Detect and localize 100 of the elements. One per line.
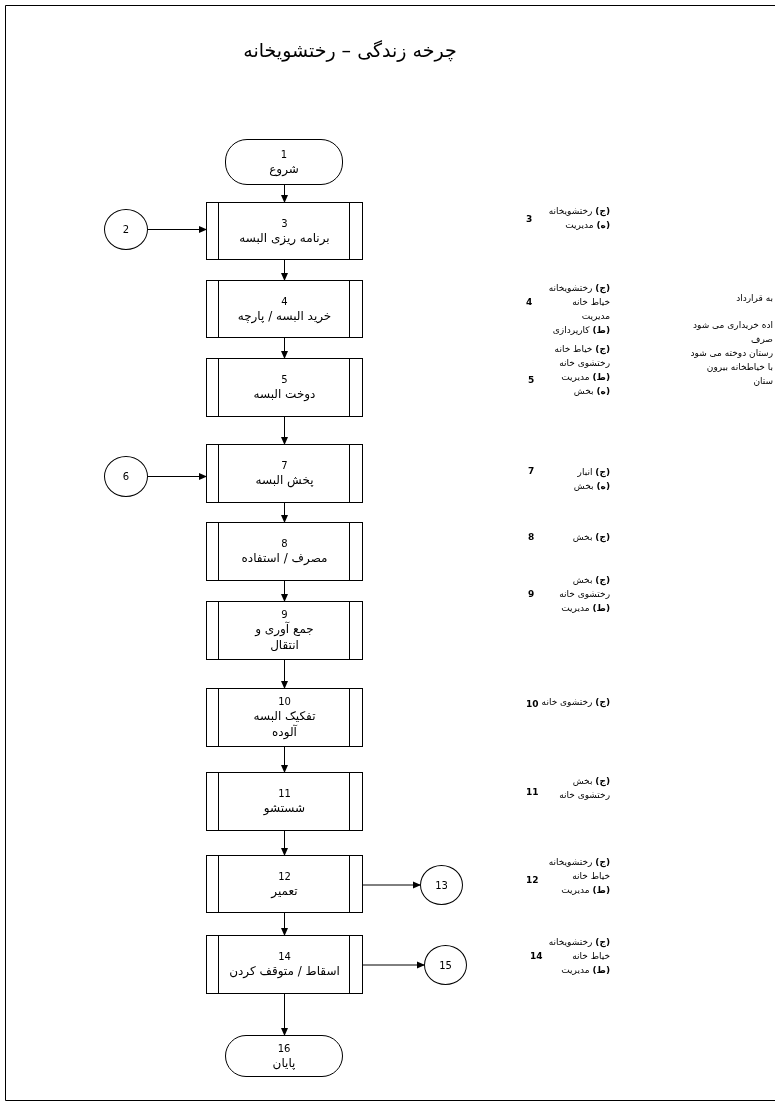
- responsibility-text: (ج) بخش: [572, 574, 610, 586]
- step-number: 5: [528, 374, 535, 386]
- step-number: 13: [435, 878, 448, 892]
- step-number: 9: [528, 588, 535, 600]
- step-number: 7: [281, 459, 288, 472]
- arrow: [281, 502, 288, 523]
- responsibility-text: (ج) رختشویخانه: [548, 282, 610, 294]
- process-box: [206, 358, 363, 417]
- note-text: اده خریداری می شود: [693, 319, 773, 331]
- step-number: 5: [281, 373, 288, 386]
- process-box: [206, 601, 363, 660]
- arrow: [147, 226, 207, 233]
- process-box: [206, 688, 363, 747]
- step-label: پخش البسه: [255, 472, 314, 488]
- responsibility-text: (ج) رختشوی خانه: [541, 696, 610, 708]
- process-box: [206, 202, 363, 260]
- responsibility-text: (ط) مدیریت: [561, 964, 610, 976]
- responsibility-text: (ج) رختشویخانه: [548, 856, 610, 868]
- step-number: 14: [530, 950, 543, 962]
- responsibility-text: رختشوی خانه: [559, 357, 610, 369]
- responsibility-text: (ج) رختشویخانه: [548, 205, 610, 217]
- arrow: [281, 993, 288, 1036]
- responsibility-text: (ط) کارپردازی: [552, 324, 610, 336]
- note-text: به قرارداد: [736, 292, 773, 304]
- step-number: 8: [528, 531, 535, 543]
- process-box: [206, 772, 363, 831]
- step-label: خرید البسه / پارچه: [237, 307, 332, 324]
- step-number: 4: [281, 294, 288, 308]
- note-text: با خیاطخانه بیرون: [706, 361, 773, 373]
- step-label: اسقاط / متوقف کردن: [229, 963, 340, 979]
- step-number: 16: [277, 1041, 291, 1055]
- note-text: ستان: [753, 375, 773, 387]
- terminal-box: [225, 139, 343, 185]
- process-box: [206, 280, 363, 338]
- arrow: [281, 580, 288, 602]
- connector-circle: [420, 865, 463, 905]
- step-label: مصرف / استفاده: [241, 550, 328, 566]
- step-number: 12: [278, 869, 291, 883]
- step-number: 8: [281, 537, 288, 550]
- note-text: صرف: [751, 333, 773, 345]
- responsibility-text: رختشوی خانه: [559, 588, 610, 600]
- responsibility-text: (ج) بخش: [572, 531, 610, 543]
- step-label: برنامه ریزی البسه: [239, 229, 330, 246]
- arrow: [281, 830, 288, 856]
- terminal-box: [225, 1035, 343, 1077]
- step-label: جمع آوری و انتقال: [253, 621, 315, 653]
- responsibility-text: (ج) بخش: [572, 775, 610, 787]
- arrow: [281, 659, 288, 689]
- arrow: [281, 184, 288, 203]
- arrow: [147, 473, 207, 480]
- arrow: [281, 337, 288, 359]
- step-label: دوخت البسه: [253, 386, 316, 402]
- arrow: [281, 416, 288, 445]
- step-number: 2: [122, 223, 130, 236]
- responsibility-text: (ط) مدیریت: [561, 884, 610, 896]
- responsibility-text: خیاط خانه: [572, 296, 610, 308]
- responsibility-text: (ه) بخش: [573, 385, 610, 397]
- responsibility-text: (ج) خیاط خانه: [554, 343, 610, 355]
- arrow: [281, 912, 288, 936]
- step-label: تفکیک البسه آلوده: [252, 708, 317, 740]
- step-number: 4: [526, 296, 533, 308]
- arrow: [362, 961, 425, 969]
- step-number: 3: [526, 213, 533, 225]
- arrow: [362, 881, 421, 889]
- step-number: 10: [526, 698, 539, 710]
- step-number: 12: [526, 874, 539, 886]
- responsibility-text: خیاط خانه: [572, 870, 610, 882]
- connector-circle: [104, 209, 148, 250]
- title: چرخه زندگی – رختشویخانه: [243, 39, 457, 61]
- step-number: 11: [526, 786, 539, 798]
- responsibility-text: (ه) مدیریت: [565, 219, 610, 231]
- arrow: [281, 746, 288, 773]
- step-number: 7: [528, 465, 535, 477]
- responsibility-text: (ج) رختشویخانه: [548, 936, 610, 948]
- step-number: 10: [278, 695, 291, 708]
- process-box: [206, 935, 363, 994]
- arrow: [281, 259, 288, 281]
- responsibility-text: (ه) بخش: [573, 480, 610, 492]
- responsibility-text: رختشوی خانه: [559, 789, 610, 801]
- connector-circle: [104, 456, 148, 497]
- step-label: شروع: [269, 160, 299, 177]
- process-box: [206, 522, 363, 581]
- connector-circle: [424, 945, 467, 985]
- responsibility-text: خیاط خانه: [572, 950, 610, 962]
- responsibility-text: (ج) انبار: [577, 466, 610, 478]
- step-number: 3: [281, 216, 288, 230]
- step-label: پایان: [272, 1054, 296, 1071]
- step-number: 14: [278, 950, 291, 963]
- note-text: رستان دوخته می شود: [690, 347, 773, 359]
- responsibility-text: (ط) مدیریت: [561, 371, 610, 383]
- step-number: 9: [281, 608, 288, 621]
- step-number: 6: [122, 470, 130, 483]
- step-label: شستشو: [263, 800, 306, 816]
- responsibility-text: مدیریت: [581, 310, 610, 322]
- step-label: تعمیر: [271, 882, 298, 899]
- responsibility-text: (ط) مدیریت: [561, 602, 610, 614]
- step-number: 11: [278, 787, 291, 800]
- process-box: [206, 855, 363, 913]
- step-number: 1: [280, 147, 288, 161]
- process-box: [206, 444, 363, 503]
